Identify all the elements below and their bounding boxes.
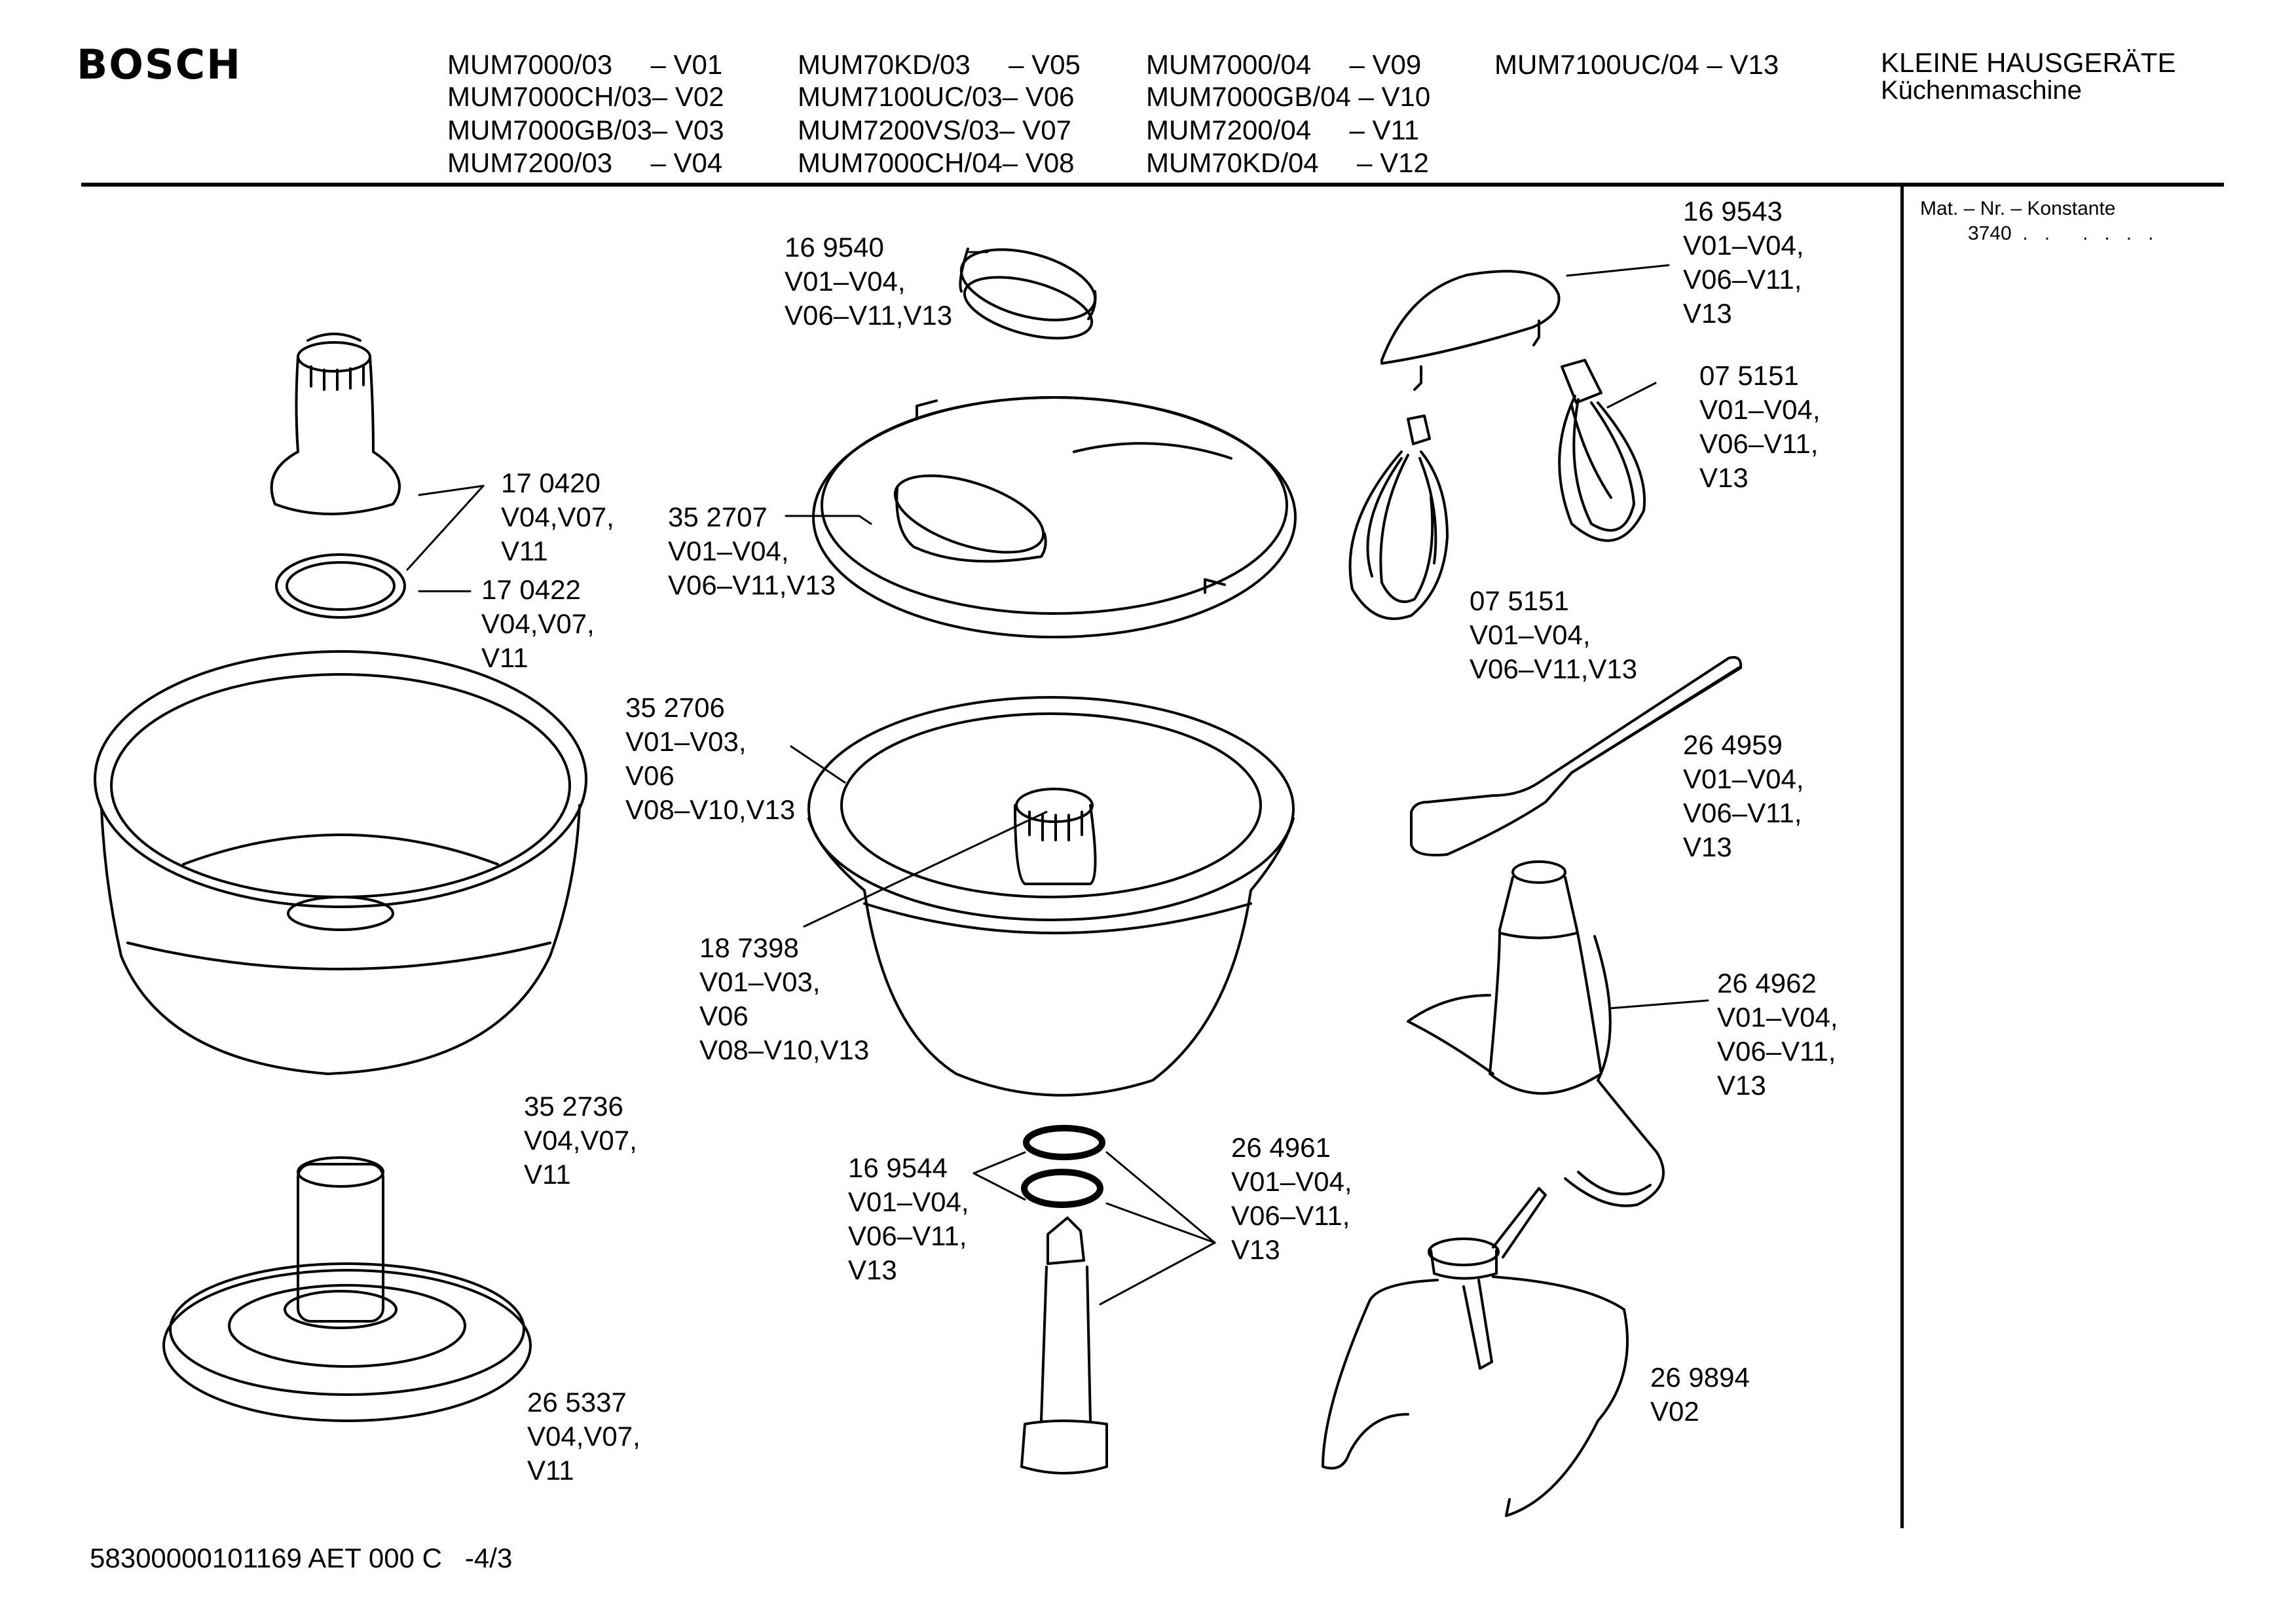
model-entry: MUM7200/03 – V04 xyxy=(447,147,723,178)
drive-shaft xyxy=(1020,1217,1108,1475)
part-variants: V04,V07, V11 xyxy=(527,1421,640,1486)
seal-ring xyxy=(275,553,406,619)
spatula xyxy=(1410,656,1743,856)
model-entry: MUM7000GB/04 – V10 xyxy=(1146,81,1431,112)
drive-cone xyxy=(270,333,401,515)
outlet-cover xyxy=(1380,270,1561,391)
model-entry: MUM7200/04 – V11 xyxy=(1146,115,1420,145)
part-number: 16 9543 xyxy=(1683,196,1783,227)
part-variants: V01–V04, V06–V11, V13 xyxy=(1717,1002,1838,1101)
brand-logo: BOSCH xyxy=(77,41,242,88)
dough-hook xyxy=(1322,1187,1629,1517)
part-variants: V01–V04, V06–V11, V13 xyxy=(1683,763,1804,862)
part-variants: V04,V07, V11 xyxy=(481,608,595,673)
subcategory-title: Küchenmaschine xyxy=(1881,76,2082,105)
part-number: 35 2736 xyxy=(524,1091,623,1122)
part-variants: V04,V07, V11 xyxy=(524,1125,637,1190)
o-rings xyxy=(1021,1125,1105,1208)
part-variants: V01–V04, V06–V11, V13 xyxy=(1231,1166,1352,1265)
category-title: KLEINE HAUSGERÄTE xyxy=(1881,47,2176,78)
part-number: 26 9894 xyxy=(1650,1362,1750,1393)
leader-lines xyxy=(406,251,1709,1306)
model-entry: MUM7100UC/03– V06 xyxy=(798,81,1075,112)
kneading-hook xyxy=(1407,860,1665,1207)
part-variants: V01–V04, V06–V11,V13 xyxy=(1470,619,1638,684)
part-number: 26 4959 xyxy=(1683,729,1783,760)
mat-number-label: Mat. – Nr. – Konstante xyxy=(1920,198,2116,219)
part-variants: V01–V04, V06–V11, V13 xyxy=(848,1186,969,1285)
part-variants: V02 xyxy=(1650,1396,1699,1427)
part-variants: V01–V03, V06 V08–V10,V13 xyxy=(625,726,796,825)
model-entry: MUM7000/04 – V09 xyxy=(1146,49,1422,80)
document-code: 58300000101169 AET 000 C -4/3 xyxy=(90,1543,513,1573)
part-number: 16 9540 xyxy=(785,232,884,263)
model-entry: MUM70KD/04 – V12 xyxy=(1146,147,1429,178)
bowl-lid xyxy=(812,396,1297,638)
model-entry: MUM7000CH/03– V02 xyxy=(447,81,724,112)
part-number: 07 5151 xyxy=(1699,360,1799,391)
model-entry: MUM7100UC/04 – V13 xyxy=(1494,49,1779,80)
part-number: 35 2706 xyxy=(625,692,725,723)
model-entry: MUM7000CH/04– V08 xyxy=(798,147,1075,178)
sidebar-divider xyxy=(1900,186,1904,1528)
bowl-base xyxy=(162,1156,532,1422)
part-variants: V01–V04, V06–V11, V13 xyxy=(1699,394,1821,493)
lid-insert-top xyxy=(959,247,1097,340)
model-entry: MUM7000/03 – V01 xyxy=(447,49,723,80)
mixing-bowl-center xyxy=(807,696,1295,1097)
part-number: 17 0420 xyxy=(501,467,601,498)
part-number: 26 4961 xyxy=(1231,1132,1331,1163)
part-variants: V01–V04, V06–V11, V13 xyxy=(1683,230,1804,329)
mat-number-value: 3740 . . . . . . xyxy=(1968,223,2154,244)
part-variants: V01–V04, V06–V11,V13 xyxy=(785,266,953,331)
whisk-small xyxy=(1558,359,1646,542)
part-variants: V01–V03, V06 V08–V10,V13 xyxy=(699,966,870,1065)
part-number: 26 4962 xyxy=(1717,968,1817,998)
model-entry: MUM7000GB/03– V03 xyxy=(447,115,724,145)
whisk-large xyxy=(1348,414,1449,620)
part-number: 35 2707 xyxy=(668,502,768,532)
model-entry: MUM7200VS/03– V07 xyxy=(798,115,1071,145)
part-variants: V01–V04, V06–V11,V13 xyxy=(668,536,836,600)
part-number: 18 7398 xyxy=(699,932,799,963)
mixing-bowl-large xyxy=(94,650,587,1075)
model-entry: MUM70KD/03 – V05 xyxy=(798,49,1081,80)
part-variants: V04,V07, V11 xyxy=(501,502,614,566)
part-number: 26 5337 xyxy=(527,1387,627,1418)
part-number: 16 9544 xyxy=(848,1152,948,1183)
part-number: 17 0422 xyxy=(481,574,581,605)
header-divider xyxy=(81,183,2224,187)
part-number: 07 5151 xyxy=(1470,585,1569,616)
